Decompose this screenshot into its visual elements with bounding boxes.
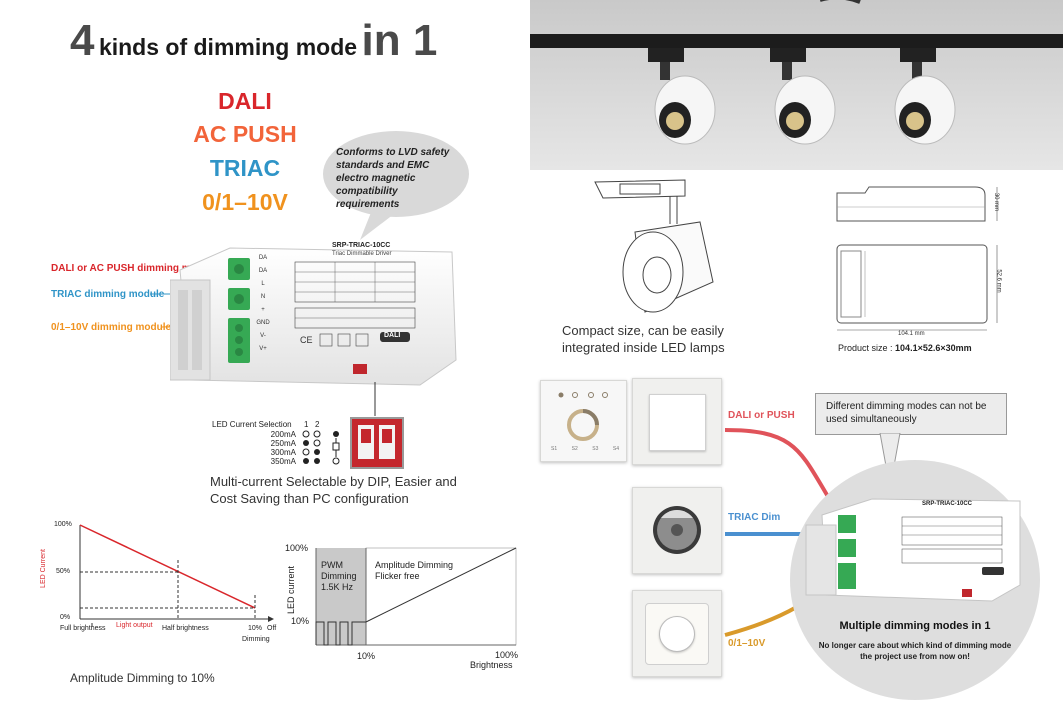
- terminal-n: N: [260, 294, 266, 300]
- led-current-table: LED Current Selection 1 2 200mA 250mA 30…: [212, 420, 352, 470]
- panel-key-s1[interactable]: S1: [551, 446, 558, 452]
- compact-caption: Compact size, can be easily integrated i…: [562, 323, 725, 355]
- dim-width: 52.6 mm: [995, 269, 1002, 293]
- mode-triac: TRIAC: [209, 155, 281, 181]
- terminal-list: DA DA L N + GND V- V+: [256, 252, 270, 356]
- wire-label-dali: DALI or PUSH: [728, 410, 795, 421]
- bubble-shape: [323, 131, 469, 240]
- panel-key-s3[interactable]: S3: [592, 446, 599, 452]
- headline-middle: kinds of dimming mode: [98, 34, 358, 60]
- rotary-dimmer[interactable]: [632, 487, 722, 574]
- driver-body: CE: [169, 247, 457, 386]
- terminal-l: L: [261, 281, 265, 287]
- wire-label-010v: 0/1–10V: [728, 638, 766, 649]
- module-label-triac: TRIAC dimming module: [51, 289, 165, 300]
- terminal-plus: +: [261, 307, 265, 313]
- amplitude-chart: 100% 50% 0% LED Current Full brightness …: [40, 515, 280, 650]
- terminal-v-plus: V+: [259, 346, 267, 352]
- led-row-current: 200mA: [270, 430, 296, 439]
- product-size: Product size : 104.1×52.6×30mm: [838, 343, 972, 353]
- headline: 4 kinds of dimming mode in 1: [70, 16, 437, 72]
- led-row-current: 250mA: [270, 439, 296, 448]
- chart-right-amp-label: Amplitude Dimming Flicker free: [375, 560, 454, 581]
- chart-left-xlabel-full: Full brightness: [60, 625, 106, 632]
- svg-text:CE: CE: [300, 335, 313, 345]
- touch-panel-svg: [558, 392, 608, 441]
- panel-key-s4[interactable]: S4: [612, 446, 619, 452]
- chart-left-ytick-100: 100%: [54, 521, 72, 528]
- lvd-bubble: Conforms to LVD safety standards and EMC…: [322, 130, 470, 240]
- dip-caption: Multi-current Selectable by DIP, Easier …: [210, 474, 457, 506]
- zoom-driver-model: SRP-TRIAC-10CC: [922, 501, 973, 507]
- dim-length: 104.1 mm: [898, 331, 925, 337]
- chart-left-ytick-0: 0%: [60, 614, 71, 621]
- amplitude-chart-svg: [79, 524, 274, 627]
- module-label-010v: 0/1–10V dimming module: [51, 322, 172, 333]
- headline-digit: 4: [70, 16, 95, 65]
- multi-desc: No longer care about which kind of dimmi…: [818, 641, 1012, 661]
- driver-subtitle: Triac Dimmable Driver: [332, 251, 392, 257]
- bubble-text: Conforms to LVD safety standards and EMC…: [336, 147, 450, 210]
- lamp-sketch-svg: [594, 179, 714, 313]
- note-box: Different dimming modes can not be used …: [815, 393, 1007, 435]
- mode-010v: 0/1–10V: [202, 189, 288, 215]
- product-size-label: Product size :: [838, 343, 893, 353]
- top-view-svg: [836, 244, 998, 331]
- pwm-chart: 100% 10% LED current PWM Dimming 1.5K Hz…: [285, 540, 525, 675]
- module-label-dali: DALI or AC PUSH dimming module: [51, 263, 218, 274]
- lamp-sketch: [585, 172, 765, 322]
- led-row-current: 300mA: [270, 448, 296, 457]
- multi-title: Multiple dimming modes in 1: [839, 620, 991, 632]
- dip-leader: [374, 382, 376, 416]
- panel-key-s2[interactable]: S2: [571, 446, 578, 452]
- mode-ac-push: AC PUSH: [193, 121, 297, 147]
- led-switch-dots: [302, 430, 340, 465]
- dip-switch: [350, 417, 404, 469]
- terminal-gnd: GND: [256, 320, 270, 326]
- chart-right-pwm-label: PWM Dimming 1.5K Hz: [321, 560, 357, 592]
- analog-dimmer[interactable]: [632, 590, 722, 677]
- chart-left-ytick-50: 50%: [56, 568, 71, 575]
- chart-left-xlabel-off: Off: [267, 625, 277, 632]
- chart-right-ylabel: LED current: [286, 565, 297, 615]
- terminal-da-2: DA: [258, 268, 268, 274]
- zoom-driver-svg: [805, 498, 1021, 602]
- chart-right-xlabel: Brightness: [470, 660, 513, 670]
- chart-left-xlabel-half: Half brightness: [162, 625, 209, 632]
- led-row-current: 350mA: [270, 457, 296, 466]
- touch-panel: S1 S2 S3 S4: [540, 380, 627, 462]
- terminal-v-minus: V-: [260, 333, 266, 339]
- chart-left-xaxis: Dimming: [242, 636, 270, 643]
- chart-right-xtick-100: 100%: [495, 650, 519, 660]
- track-light-photo: [530, 0, 1063, 170]
- amplitude-caption: Amplitude Dimming to 10%: [70, 671, 215, 685]
- pwm-chart-svg: [315, 547, 517, 646]
- note-text: Different dimming modes can not be used …: [826, 401, 987, 425]
- wire-label-triac: TRIAC Dim: [728, 512, 781, 523]
- driver-model: SRP-TRIAC-10CC: [332, 242, 391, 249]
- chart-left-xlabel-10: 10%: [248, 625, 263, 632]
- mode-dali: DALI: [218, 88, 272, 114]
- product-size-value: 104.1×52.6×30mm: [895, 343, 972, 353]
- track-light-svg: [530, 0, 1063, 145]
- dimension-top-view: 52.6 mm 104.1 mm: [835, 243, 1035, 343]
- chart-left-xlabel-light: Light output: [116, 622, 153, 629]
- side-view-svg: [836, 186, 998, 222]
- chart-right-ytick-10: 10%: [291, 616, 310, 626]
- headline-end: in 1: [361, 16, 438, 65]
- driver-device: CE DA DA L N + GND V- V+ SRP-TRIAC-10CC …: [169, 240, 460, 390]
- knob-svg: [653, 506, 701, 554]
- led-table-col-2: 2: [315, 420, 320, 429]
- push-switch[interactable]: [632, 378, 722, 465]
- dimension-side-view: 30 mm: [835, 183, 1035, 233]
- chart-left-ylabel: LED Current: [39, 549, 47, 588]
- terminal-da-1: DA: [258, 255, 268, 261]
- chart-right-xtick-10: 10%: [357, 651, 376, 661]
- led-table-header: LED Current Selection: [212, 420, 292, 429]
- led-table-col-1: 1: [304, 420, 309, 429]
- chart-right-ytick-100: 100%: [285, 543, 309, 553]
- driver-brand: DALI: [384, 332, 401, 339]
- zoom-driver: SRP-TRIAC-10CC: [802, 495, 1022, 605]
- dim-height: 30 mm: [993, 192, 1000, 212]
